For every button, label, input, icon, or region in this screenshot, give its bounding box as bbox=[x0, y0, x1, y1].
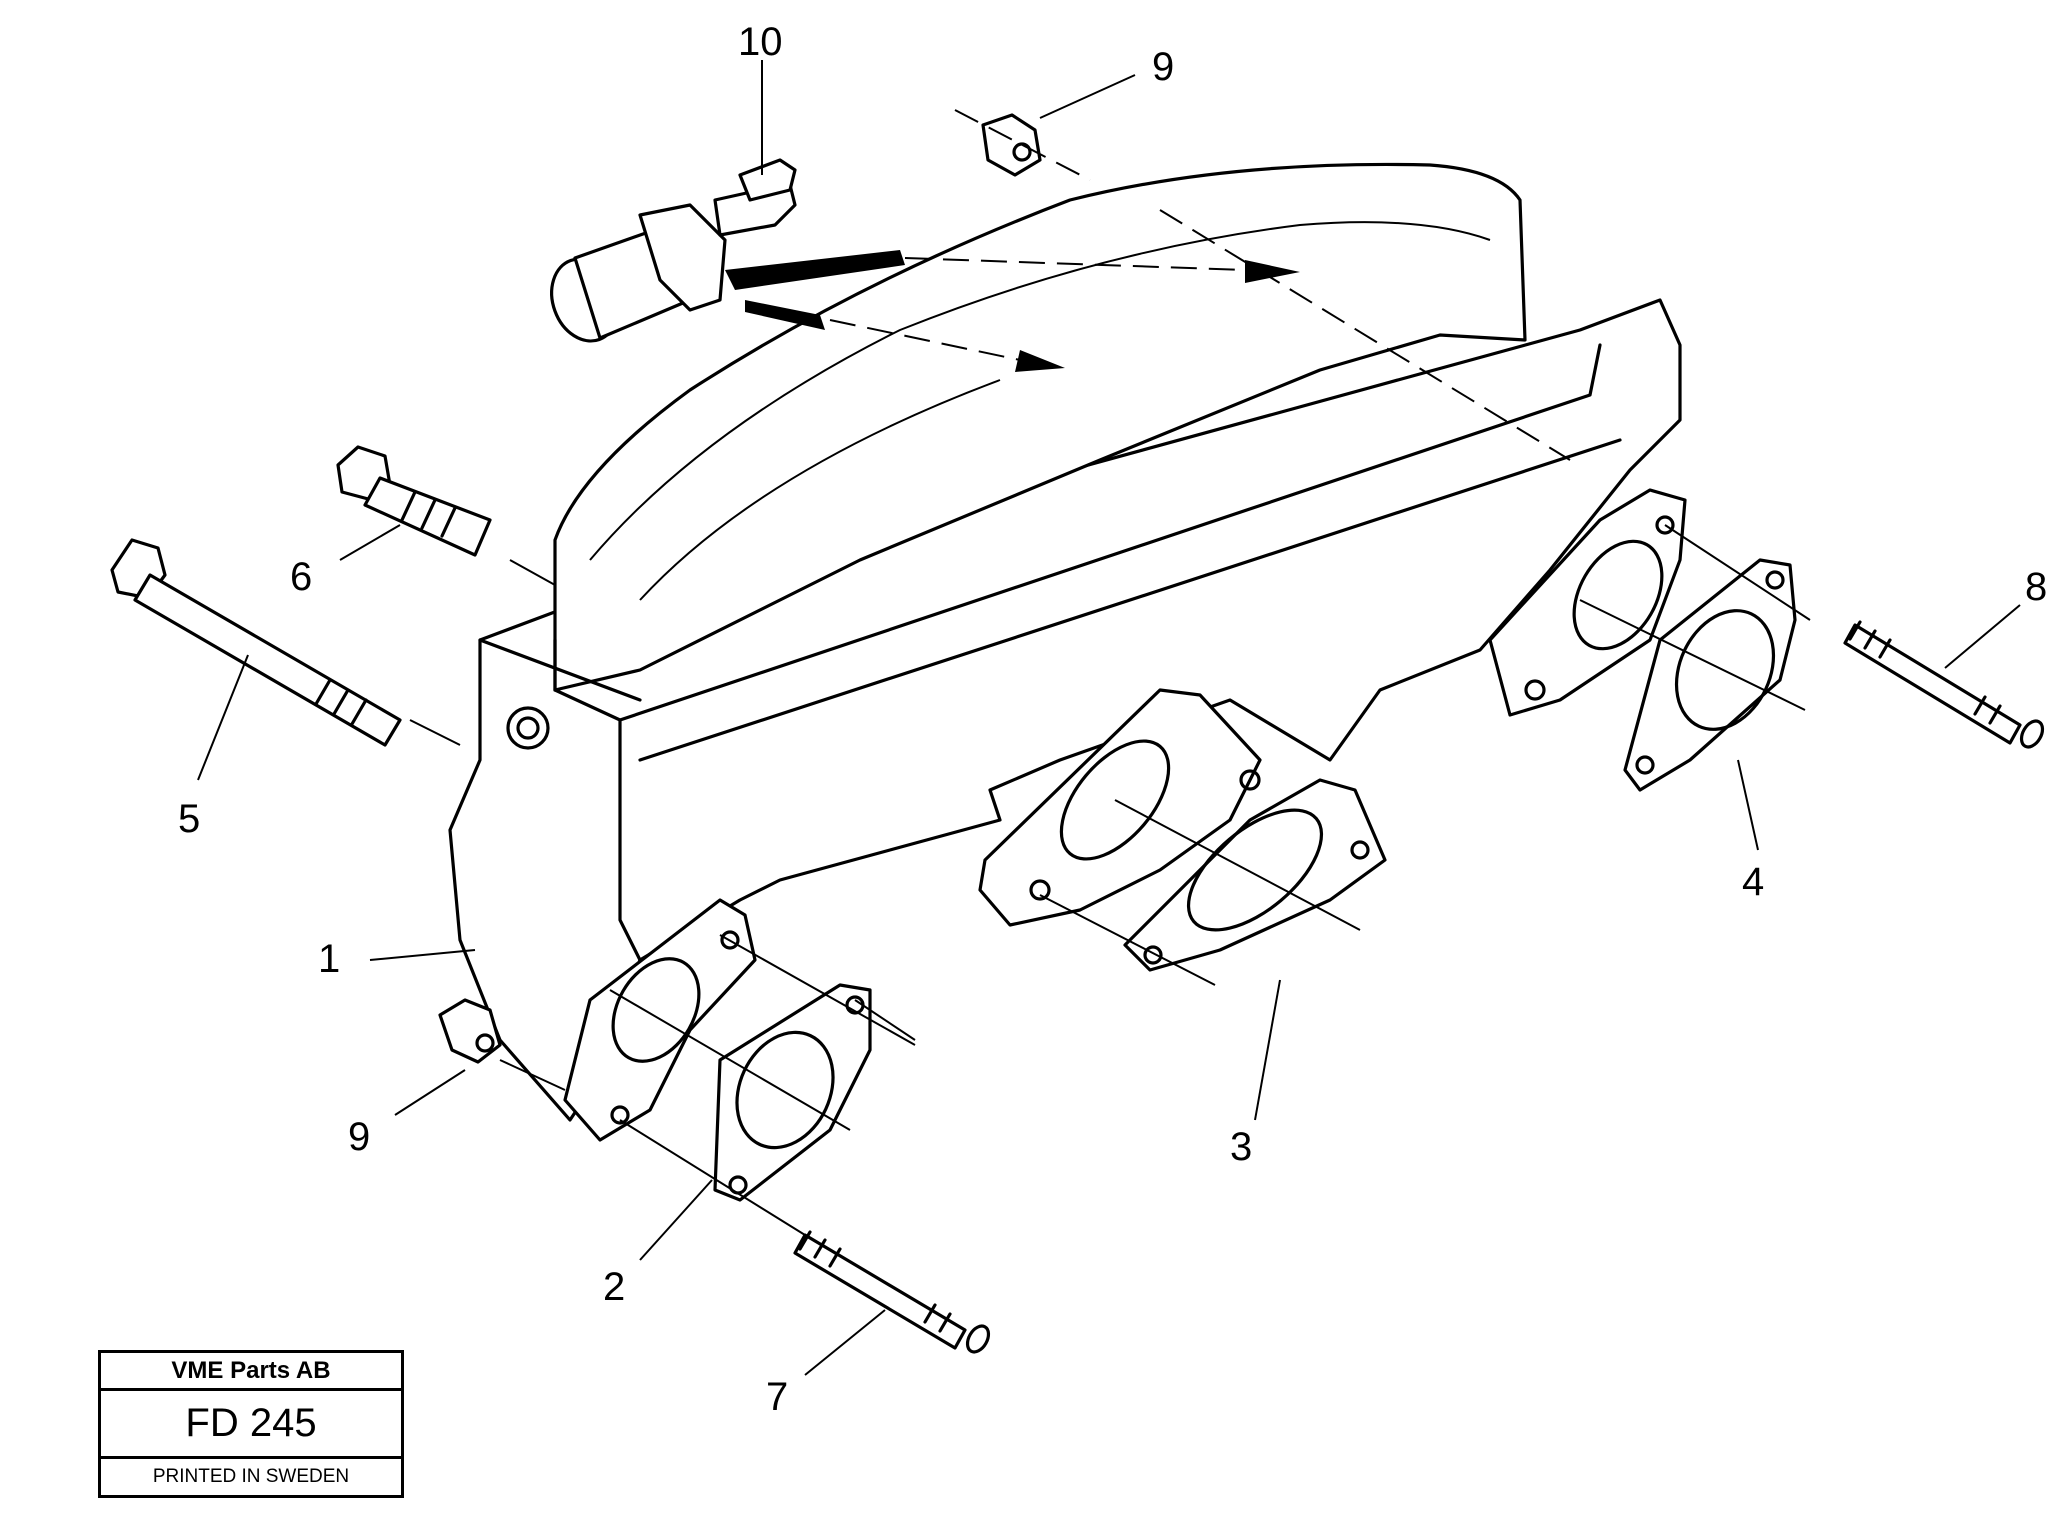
leader-lines bbox=[409, 109, 1811, 1236]
printed-note: PRINTED IN SWEDEN bbox=[152, 1466, 350, 1487]
callout-4: 4 bbox=[1742, 860, 1764, 904]
callout-1: 1 bbox=[318, 937, 340, 981]
callout-5: 5 bbox=[178, 797, 200, 841]
callout-3: 3 bbox=[1230, 1125, 1252, 1169]
stud-7 bbox=[793, 1230, 991, 1354]
drawing-number: FD 245 bbox=[101, 1391, 401, 1459]
callout-leaders bbox=[197, 60, 2021, 1376]
exhaust-manifold bbox=[448, 162, 1687, 1142]
nut-9-bottom bbox=[438, 998, 502, 1064]
callout-9-top: 9 bbox=[1152, 45, 1174, 89]
bolt-6 bbox=[336, 445, 492, 557]
temperature-sensor-10 bbox=[550, 158, 797, 343]
gasket-left bbox=[713, 983, 872, 1202]
stud-8 bbox=[1843, 620, 2045, 749]
company-name: VME Parts AB bbox=[101, 1353, 401, 1391]
callout-6: 6 bbox=[290, 555, 312, 599]
callout-10: 10 bbox=[738, 20, 783, 64]
assembly-arrows bbox=[725, 250, 1300, 372]
callout-7: 7 bbox=[766, 1375, 788, 1419]
callout-2: 2 bbox=[603, 1265, 625, 1309]
nut-9-top bbox=[981, 113, 1042, 177]
bolt-5 bbox=[110, 538, 402, 747]
title-block: VME Parts AB FD 245 PRINTED IN SWEDEN bbox=[98, 1350, 404, 1498]
callout-8: 8 bbox=[2025, 565, 2047, 609]
callout-9-bottom: 9 bbox=[348, 1115, 370, 1159]
